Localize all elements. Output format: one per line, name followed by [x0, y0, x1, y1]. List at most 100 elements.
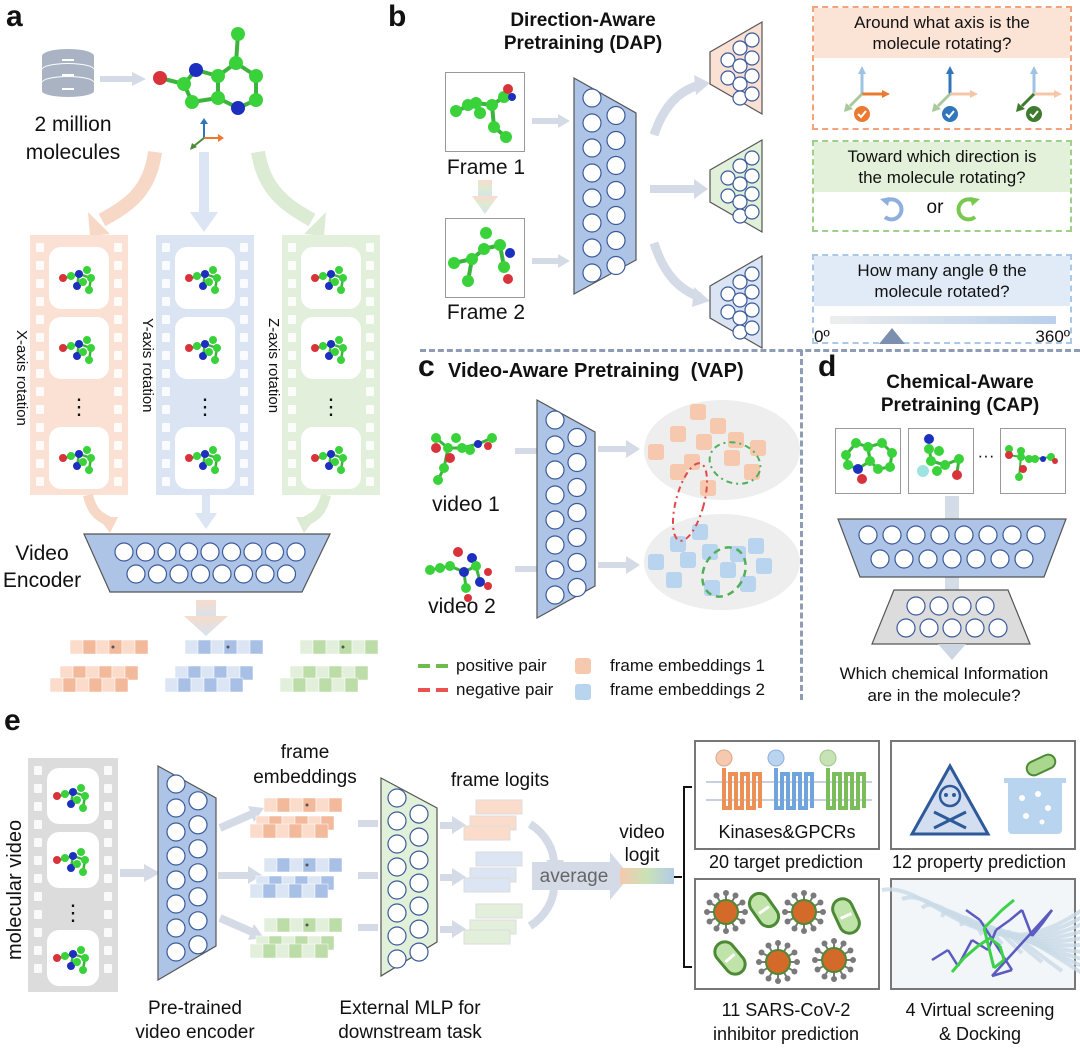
gpcr-icon — [706, 749, 872, 810]
neuron — [906, 525, 926, 545]
neuron — [954, 525, 974, 545]
embedding-cell — [344, 677, 359, 693]
logit-bar — [463, 825, 511, 841]
frame-transition-arrow — [472, 180, 498, 214]
film-hole — [366, 387, 374, 396]
z-axis-rotation-label: Z-axis rotation — [265, 318, 282, 414]
frame-2-label: Frame 2 — [446, 301, 526, 324]
film-hole — [34, 892, 42, 901]
embedding-cell — [328, 857, 343, 873]
video-frame — [301, 427, 361, 489]
virus-icon — [782, 890, 826, 934]
angle-marker-icon — [879, 328, 905, 344]
neuron — [567, 577, 587, 598]
divider-vertical-cd — [800, 350, 803, 700]
neuron — [545, 485, 565, 505]
docking-structure-image — [881, 887, 1080, 978]
question-direction-box: Toward which direction is the molecule r… — [812, 140, 1072, 232]
neuron — [732, 274, 748, 290]
neuron — [744, 320, 760, 336]
film-hole — [34, 784, 42, 793]
molecule-image — [153, 27, 263, 115]
legend-positive-pair: positive pair — [456, 656, 547, 675]
film-hole — [114, 387, 122, 396]
neuron — [744, 168, 760, 184]
embedding-cell — [276, 797, 291, 813]
film-hole — [240, 477, 248, 486]
embedding-cell — [289, 857, 304, 873]
neuron — [409, 896, 429, 916]
neuron — [720, 170, 736, 186]
neuron — [409, 942, 429, 962]
neuron — [567, 452, 587, 473]
film-hole — [366, 297, 374, 306]
task-property-caption: 12 property prediction — [891, 852, 1067, 872]
frame-embeddings-e — [249, 797, 343, 959]
embedding-cell — [184, 639, 199, 655]
frame-2-image — [445, 218, 525, 298]
neuron — [409, 804, 429, 824]
neuron — [720, 188, 736, 204]
embedding-cell — [288, 883, 303, 899]
x-axis-rotation-label: X-axis rotation — [13, 330, 30, 426]
embedding-cell — [134, 639, 149, 655]
neuron — [606, 205, 626, 226]
frame-embeddings-label-1: frame — [280, 742, 330, 763]
embedding-point-1 — [728, 432, 744, 448]
negative-pair-swatch — [418, 688, 448, 692]
film-hole — [36, 315, 44, 324]
cap-output-arrow — [938, 644, 966, 660]
dap-head-axis — [709, 20, 763, 116]
neuron — [990, 549, 1010, 569]
film-hole — [34, 928, 42, 937]
task-docking-box — [881, 878, 1080, 990]
neuron — [545, 435, 565, 455]
dap-head-angle — [709, 254, 763, 350]
neuron — [545, 510, 565, 530]
neuron — [286, 542, 306, 562]
neuron — [1026, 525, 1046, 545]
video-frame — [49, 317, 109, 379]
neuron — [190, 564, 211, 584]
film-hole — [240, 459, 248, 468]
embedding-cell — [223, 639, 238, 655]
dap-title-2: Pretraining (DAP) — [503, 33, 663, 54]
neuron — [732, 58, 748, 74]
neuron — [200, 542, 220, 562]
neuron — [744, 150, 760, 166]
film-hole — [366, 333, 374, 342]
film-hole — [366, 351, 374, 360]
molecular-video-label: molecular video — [4, 819, 26, 960]
film-hole — [240, 441, 248, 450]
film-hole — [34, 964, 42, 973]
embedding-point-1 — [690, 404, 706, 420]
film-hole — [162, 333, 170, 342]
neuron — [545, 410, 565, 430]
embedding-cell — [325, 639, 340, 655]
embedding-cell — [62, 677, 77, 693]
film-hole — [34, 856, 42, 865]
neuron — [147, 564, 168, 584]
neuron — [952, 596, 972, 616]
embedding-point-1 — [670, 464, 686, 480]
video-2-arrow — [515, 566, 545, 572]
neuron — [114, 542, 134, 562]
embedding-cell — [124, 665, 139, 681]
neuron — [744, 68, 760, 84]
embedding-cell — [275, 943, 290, 959]
film-hole — [162, 387, 170, 396]
toxicity-icon — [909, 762, 991, 836]
film-hole — [162, 297, 170, 306]
embedding-cell — [292, 677, 307, 693]
database-icon — [42, 49, 94, 97]
film-hole — [162, 423, 170, 432]
neuron — [732, 310, 748, 326]
embedding-cell — [288, 943, 303, 959]
panel-a-letter: a — [6, 0, 23, 33]
embedding-cell — [164, 677, 179, 693]
task-bracket — [674, 786, 692, 968]
neuron — [545, 560, 565, 580]
ellipsis: ⋮ — [62, 900, 84, 925]
film-hole — [36, 441, 44, 450]
film-hole — [240, 333, 248, 342]
